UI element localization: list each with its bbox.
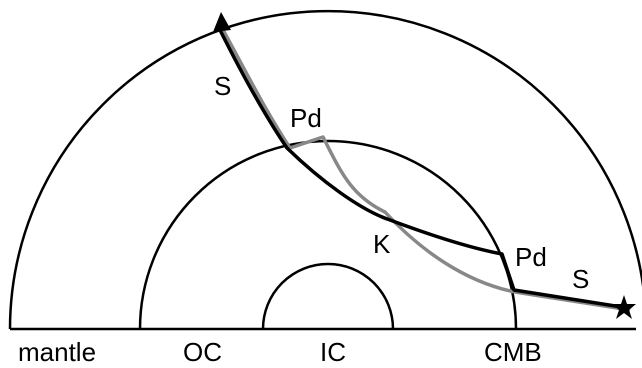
ray-path-black: [218, 29, 629, 310]
inner-core-boundary: [261, 262, 395, 330]
label-s-upper: S: [214, 71, 231, 101]
triangle-receiver-icon: [213, 12, 231, 32]
core-mantle-boundary: [138, 139, 518, 330]
label-k: K: [373, 229, 391, 259]
ray-path-gray: [220, 27, 631, 312]
label-pd-lower: Pd: [515, 242, 547, 272]
label-pd-upper: Pd: [290, 103, 322, 133]
label-ic: IC: [320, 337, 346, 367]
label-cmb: CMB: [484, 337, 542, 367]
star-source-icon: [612, 295, 636, 319]
label-mantle: mantle: [18, 337, 96, 367]
label-oc: OC: [183, 337, 222, 367]
label-s-lower: S: [572, 264, 589, 294]
surface-boundary: [8, 9, 642, 330]
